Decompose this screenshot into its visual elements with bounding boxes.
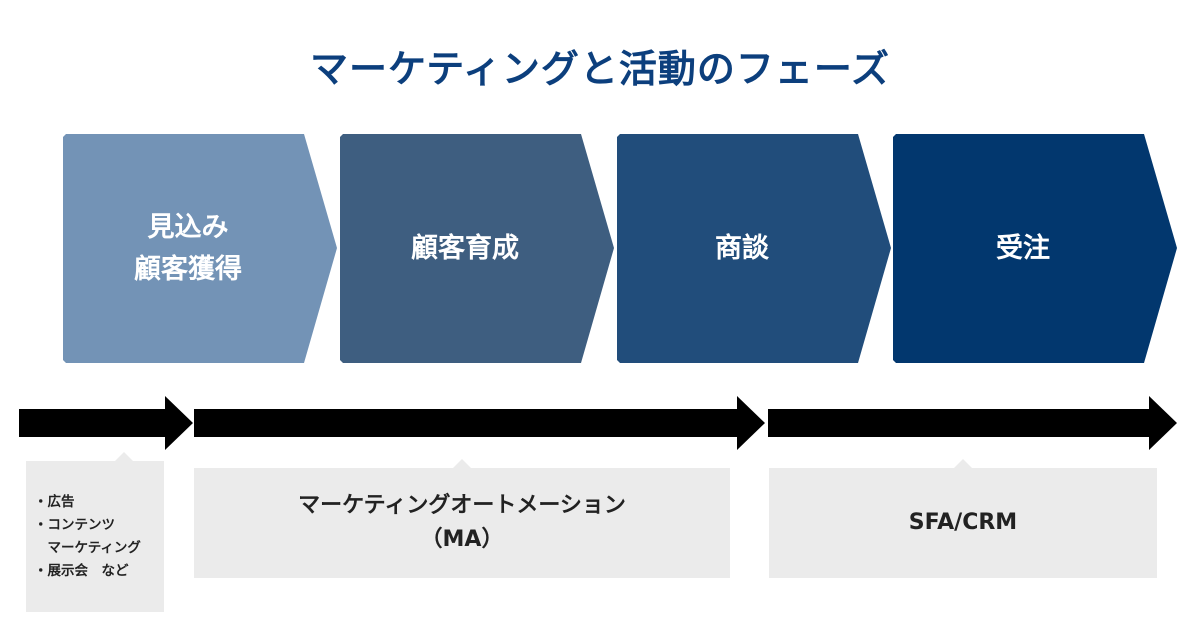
chevron-shape-negotiation: [617, 134, 891, 363]
list-item: ・コンテンツ: [34, 517, 115, 533]
callout-ma: マーケティングオートメーション （MA）: [194, 459, 730, 578]
arrow-lead-acquisition: [19, 396, 193, 450]
chevron-shape-order: [893, 134, 1177, 363]
callout-label: SFA/CRM: [908, 510, 1018, 535]
list-item: ・広告: [34, 494, 75, 510]
phase-order: 受注: [893, 134, 1177, 363]
phase-label-line: 顧客獲得: [134, 253, 242, 285]
list-item: マーケティング: [34, 540, 141, 556]
phase-customer-nurturing: 顧客育成: [340, 134, 614, 363]
callout-label-line: マーケティングオートメーション: [298, 493, 626, 518]
phase-label: 商談: [715, 232, 769, 264]
phase-label: 顧客育成: [411, 232, 519, 264]
phase-label: 受注: [996, 232, 1050, 264]
chevron-shape-lead-acquisition: [63, 134, 337, 363]
activity-list: ・広告 ・コンテンツ マーケティング ・展示会 など: [34, 491, 141, 583]
callout-sfa-crm: SFA/CRM: [769, 459, 1157, 578]
diagram-title: マーケティングと活動のフェーズ: [309, 47, 891, 91]
callout-lead-acquisition: ・広告 ・コンテンツ マーケティング ・展示会 など: [26, 452, 164, 612]
arrow-ma: [194, 396, 765, 450]
chevron-shape-nurturing: [340, 134, 614, 363]
arrow-sfa-crm: [768, 396, 1177, 450]
phase-negotiation: 商談: [617, 134, 891, 363]
list-item: ・展示会 など: [34, 563, 129, 579]
phase-label-line: 見込み: [147, 211, 229, 243]
phase-lead-acquisition: 見込み 顧客獲得: [63, 134, 337, 363]
callout-label-line: （MA）: [420, 527, 504, 552]
